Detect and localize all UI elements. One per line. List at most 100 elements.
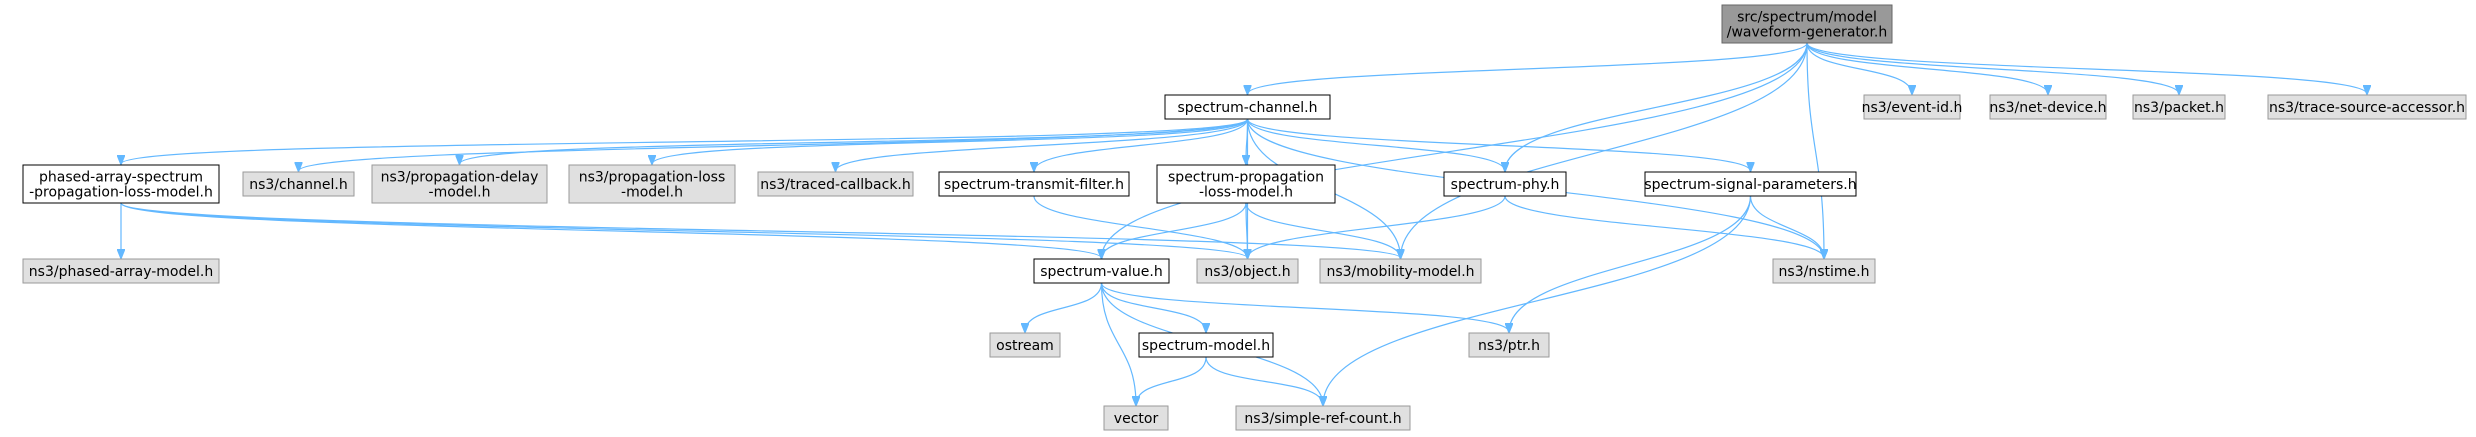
edge-root-to-phy [1505, 42, 1808, 171]
node-label: ns3/trace-source-accessor.h [2269, 100, 2465, 116]
node-ns3-net-device-h: ns3/net-device.h [1989, 94, 2107, 120]
edge-ssp-to-ptr [1509, 195, 1752, 332]
node-box [1863, 94, 1961, 120]
node-label: ns3/object.h [1204, 264, 1290, 280]
node-box [2267, 94, 2467, 120]
node-spectrum-signal-parameters-h[interactable]: spectrum-signal-parameters.h [1644, 171, 1857, 197]
node-label: ns3/phased-array-model.h [29, 264, 213, 280]
edge-channel-to-nschannel [299, 118, 1249, 171]
node-box [1103, 405, 1169, 431]
node-ns3-mobility-model-h: ns3/mobility-model.h [1319, 258, 1482, 284]
node-box [22, 164, 220, 204]
edge-root-to-eventid [1806, 42, 1912, 94]
edges-layer [120, 42, 2367, 405]
node-box [1138, 332, 1274, 358]
node-label: spectrum-model.h [1142, 338, 1270, 354]
edge-channel-to-tracedcb [836, 118, 1249, 171]
node-label: ns3/propagation-delay [381, 170, 539, 186]
edge-value-to-ostream [1025, 282, 1103, 332]
node-box [1033, 258, 1170, 284]
node-ns3-phased-array-model-h: ns3/phased-array-model.h [22, 258, 220, 284]
edge-channel-to-ssp [1246, 118, 1751, 171]
node-ns3-traced-callback-h: ns3/traced-callback.h [757, 171, 914, 197]
node-spectrum-phy-h[interactable]: spectrum-phy.h [1443, 171, 1567, 197]
node-label: ns3/propagation-loss [579, 170, 726, 186]
node-box [242, 171, 355, 197]
edge-root-to-nstime [1806, 42, 1824, 258]
node-label: -model.h [429, 185, 491, 201]
edge-root-to-netdev [1806, 42, 2048, 94]
node-label: phased-array-spectrum [39, 170, 203, 186]
node-box [989, 332, 1061, 358]
edge-value-to-ptr [1100, 282, 1510, 332]
node-box [568, 164, 736, 204]
node-label: ns3/packet.h [2134, 100, 2224, 116]
node-label: ns3/mobility-model.h [1326, 264, 1474, 280]
node-box [1235, 405, 1411, 431]
node-ns3-event-id-h: ns3/event-id.h [1862, 94, 1962, 120]
node-spectrum-propagation-loss-model-h[interactable]: spectrum-propagation-loss-model.h [1156, 164, 1336, 204]
edge-ssp-to-src [1323, 195, 1752, 405]
edge-channel-to-propdelay [460, 118, 1249, 164]
node-spectrum-transmit-filter-h[interactable]: spectrum-transmit-filter.h [938, 171, 1130, 197]
edge-root-to-packet [1806, 42, 2179, 94]
node-label: ns3/traced-callback.h [760, 177, 911, 193]
node-ns3-packet-h: ns3/packet.h [2132, 94, 2226, 120]
edge-model-to-vector [1136, 356, 1207, 405]
node-ns3-trace-source-accessor-h: ns3/trace-source-accessor.h [2267, 94, 2467, 120]
edge-paspl-to-value [120, 202, 1102, 258]
node-label: spectrum-channel.h [1177, 100, 1317, 116]
edge-spl-to-value [1102, 202, 1247, 258]
node-box [757, 171, 914, 197]
node-box [1319, 258, 1482, 284]
node-ns3-propagation-loss-model-h: ns3/propagation-loss-model.h [568, 164, 736, 204]
node-label: ns3/ptr.h [1478, 338, 1540, 354]
edge-stf-to-object [1033, 195, 1248, 258]
node-box [938, 171, 1130, 197]
node-box [1156, 164, 1336, 204]
node-box [371, 164, 548, 204]
edge-spl-to-mobility [1245, 202, 1401, 258]
node-box [1443, 171, 1567, 197]
node-label: -model.h [621, 185, 683, 201]
edge-root-to-value [1102, 42, 1808, 258]
node-ns3-propagation-delay-model-h: ns3/propagation-delay-model.h [371, 164, 548, 204]
edge-ssp-to-nstime [1749, 195, 1825, 258]
edge-paspl-to-mobility [120, 202, 1401, 258]
node-vector: vector [1103, 405, 1169, 431]
node-box [22, 258, 220, 284]
node-label: ns3/simple-ref-count.h [1244, 411, 1401, 427]
edge-value-to-model [1100, 282, 1207, 332]
node-label: -propagation-loss-model.h [29, 185, 213, 201]
node-label: spectrum-transmit-filter.h [944, 177, 1124, 193]
node-ns3-ptr-h: ns3/ptr.h [1468, 332, 1550, 358]
node-ns3-channel-h: ns3/channel.h [242, 171, 355, 197]
edge-paspl-to-object [120, 202, 1248, 258]
edge-channel-to-phy [1246, 118, 1506, 171]
node-label: src/spectrum/model [1737, 10, 1877, 26]
node-label: ns3/channel.h [249, 177, 348, 193]
edge-root-to-channel [1248, 42, 1808, 94]
node-label: ns3/nstime.h [1779, 264, 1870, 280]
node-label: spectrum-phy.h [1451, 177, 1560, 193]
node-spectrum-channel-h[interactable]: spectrum-channel.h [1164, 94, 1331, 120]
node-label: spectrum-signal-parameters.h [1644, 177, 1856, 193]
node-box [1721, 4, 1893, 44]
node-label: vector [1114, 411, 1159, 427]
node-box [1772, 258, 1876, 284]
node-box [1196, 258, 1299, 284]
node-label: spectrum-propagation [1168, 170, 1324, 186]
node-spectrum-model-h[interactable]: spectrum-model.h [1138, 332, 1274, 358]
node-box [1644, 171, 1857, 197]
node-spectrum-value-h[interactable]: spectrum-value.h [1033, 258, 1170, 284]
edge-model-to-src [1205, 356, 1323, 405]
node-label: ostream [996, 338, 1054, 354]
node-box [1164, 94, 1331, 120]
node-phased-array-spectrum-propagation-loss-model-h[interactable]: phased-array-spectrum-propagation-loss-m… [22, 164, 220, 204]
edge-channel-to-proploss [652, 118, 1249, 164]
node-ns3-nstime-h: ns3/nstime.h [1772, 258, 1876, 284]
edge-value-to-vector [1100, 282, 1137, 405]
node-label: ns3/net-device.h [1989, 100, 2106, 116]
edge-root-to-tsa [1806, 42, 2367, 94]
edge-phy-to-nstime [1504, 195, 1824, 258]
